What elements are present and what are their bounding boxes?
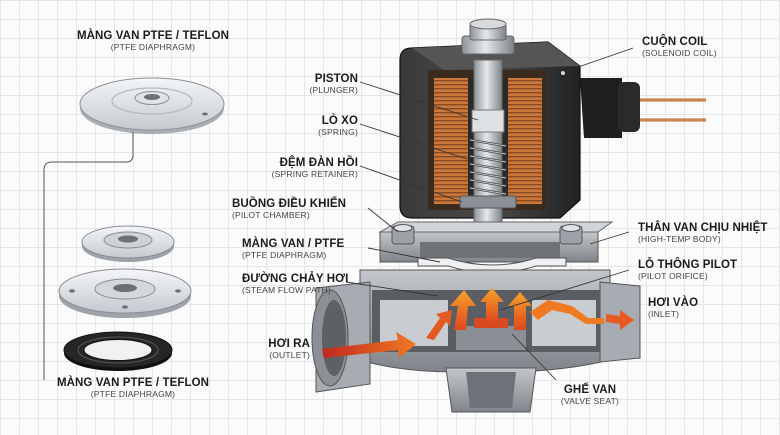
label-inlet-sub: (INLET) <box>648 309 680 320</box>
label-pilot-orifice: LỖ THÔNG PILOT (PILOT ORIFICE) <box>638 259 776 282</box>
label-seat-title: GHẾ VAN <box>563 384 617 396</box>
label-body-title: THÂN VAN CHỊU NHIỆT <box>638 222 768 234</box>
label-seat-sub: (VALVE SEAT) <box>560 396 620 407</box>
diaphragm-exploded-stack <box>58 225 192 371</box>
label-diaphragm: MÀNG VAN / PTFE (PTFE DIAPHRAGM) <box>242 238 372 261</box>
label-top-diaphragm-sub: (PTFE DIAPHRAGM) <box>110 42 196 53</box>
label-spring-sub: (SPRING) <box>318 127 358 138</box>
label-coil: CUỘN COIL (SOLENOID COIL) <box>642 36 772 59</box>
label-inlet: HƠI VÀO (INLET) <box>648 297 768 320</box>
label-top-diaphragm-title: MÀNG VAN PTFE / TEFLON <box>76 30 230 42</box>
label-spring: LÒ XO (SPRING) <box>238 115 358 138</box>
label-bottom-diaphragm: MÀNG VAN PTFE / TEFLON (PTFE DIAPHRAGM) <box>28 377 238 400</box>
label-pilot-chamber-title: BUỒNG ĐIỀU KHIỂN <box>232 198 347 210</box>
label-seat: GHẾ VAN (VALVE SEAT) <box>530 384 650 407</box>
label-body: THÂN VAN CHỊU NHIỆT (HIGH-TEMP BODY) <box>638 222 776 245</box>
label-pilot-chamber: BUỒNG ĐIỀU KHIỂN (PILOT CHAMBER) <box>232 198 372 221</box>
label-piston-sub: (PLUNGER) <box>309 85 358 96</box>
valve-body <box>311 221 641 413</box>
label-outlet: HƠI RA (OUTLET) <box>200 338 310 361</box>
label-piston-title: PISTON <box>314 73 358 85</box>
label-bottom-diaphragm-sub: (PTFE DIAPHRAGM) <box>90 389 176 400</box>
label-piston: PISTON (PLUNGER) <box>238 73 358 96</box>
label-pilot-chamber-sub: (PILOT CHAMBER) <box>232 210 310 221</box>
label-coil-title: CUỘN COIL <box>642 36 708 48</box>
label-coil-sub: (SOLENOID COIL) <box>642 48 717 59</box>
label-outlet-title: HƠI RA <box>268 338 310 350</box>
label-bottom-diaphragm-title: MÀNG VAN PTFE / TEFLON <box>56 377 210 389</box>
label-top-diaphragm: MÀNG VAN PTFE / TEFLON (PTFE DIAPHRAGM) <box>48 30 258 53</box>
label-diaphragm-sub: (PTFE DIAPHRAGM) <box>242 250 327 261</box>
label-diaphragm-title: MÀNG VAN / PTFE <box>242 238 345 250</box>
label-pilot-orifice-sub: (PILOT ORIFICE) <box>638 271 708 282</box>
label-retainer: ĐỆM ĐÀN HỒI (SPRING RETAINER) <box>238 157 358 180</box>
label-steam-path-sub: (STEAM FLOW PATH) <box>242 285 332 296</box>
label-pilot-orifice-title: LỖ THÔNG PILOT <box>638 259 738 271</box>
label-inlet-title: HƠI VÀO <box>648 297 699 309</box>
label-retainer-title: ĐỆM ĐÀN HỒI <box>279 157 358 169</box>
leader-lines <box>345 47 634 381</box>
label-spring-title: LÒ XO <box>321 115 358 127</box>
label-outlet-sub: (OUTLET) <box>269 350 310 361</box>
label-steam-path: ĐƯỜNG CHẢY HƠI (STEAM FLOW PATH) <box>242 273 372 296</box>
connector-line <box>43 132 134 380</box>
diaphragm-top-disk <box>79 77 225 134</box>
label-retainer-sub: (SPRING RETAINER) <box>271 169 358 180</box>
label-steam-path-title: ĐƯỜNG CHẢY HƠI <box>242 273 349 285</box>
label-body-sub: (HIGH-TEMP BODY) <box>638 234 721 245</box>
